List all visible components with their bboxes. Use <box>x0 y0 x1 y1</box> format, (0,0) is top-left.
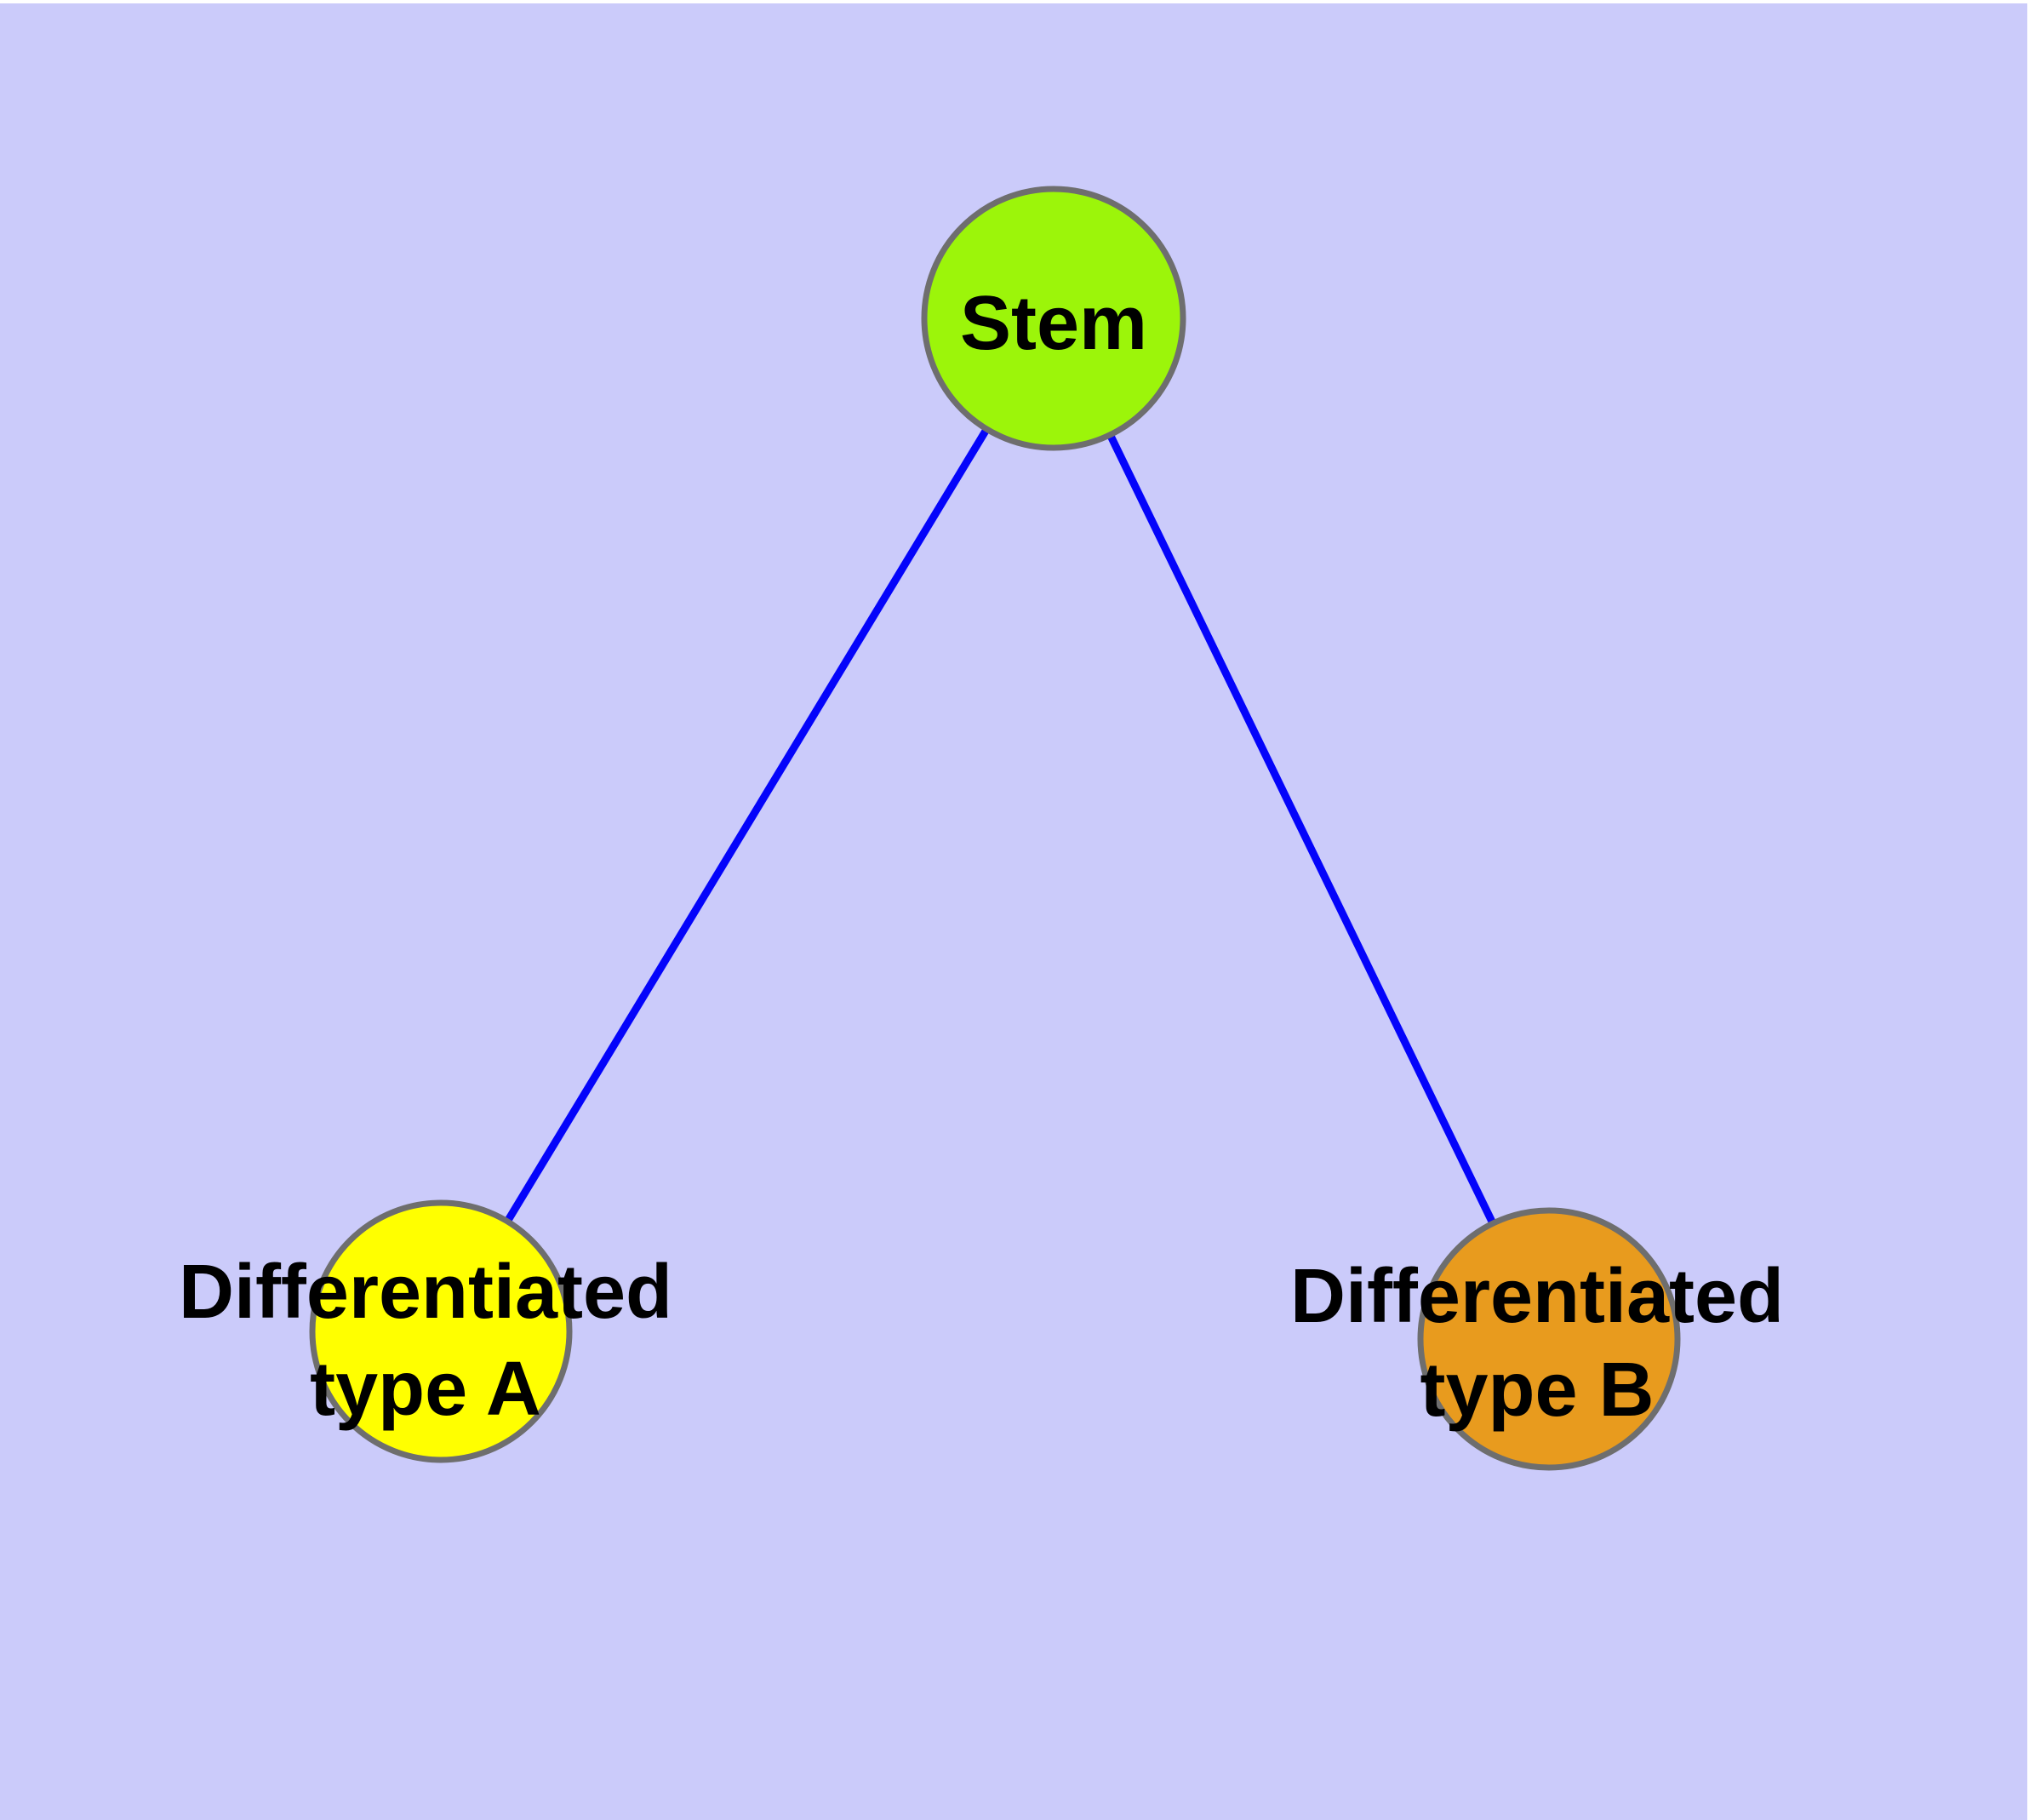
node-differentiated-type-b <box>1417 1207 1681 1471</box>
node-type-a-label-line1: Differentiated <box>179 1250 672 1335</box>
edge-stem-to-type-a <box>437 316 1057 1334</box>
node-stem <box>921 186 1186 451</box>
node-differentiated-type-a <box>309 1199 573 1463</box>
label-layer: Stem Differentiated type A Differentiate… <box>179 281 1784 1433</box>
edge-stem-to-type-b <box>1049 317 1553 1341</box>
node-type-a-label-line2: type A <box>310 1347 541 1432</box>
node-stem-label: Stem <box>960 281 1147 366</box>
node-type-b-label-line2: type B <box>1420 1348 1654 1433</box>
node-layer <box>309 186 1681 1471</box>
node-type-b-label-line1: Differentiated <box>1290 1254 1784 1339</box>
edge-layer <box>437 316 1553 1341</box>
